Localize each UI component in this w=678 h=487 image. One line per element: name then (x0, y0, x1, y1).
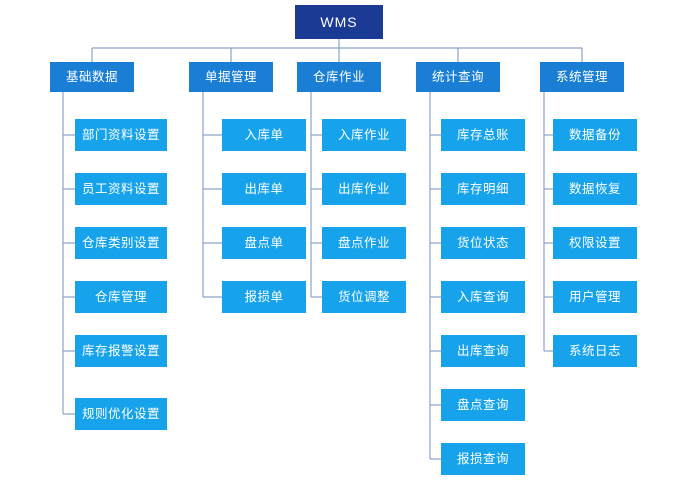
node-branch-basic-data[interactable]: 基础数据 (50, 62, 134, 92)
node-permission-setting[interactable]: 权限设置 (553, 227, 637, 259)
node-inventory-detail[interactable]: 库存明细 (441, 173, 525, 205)
node-label: 规则优化设置 (81, 406, 160, 421)
node-label: 货位状态 (456, 235, 509, 250)
node-label: 出库作业 (337, 181, 390, 196)
node-label: 员工资料设置 (81, 181, 160, 196)
node-inventory-general-ledger[interactable]: 库存总账 (441, 119, 525, 151)
node-label: 盘点单 (244, 235, 284, 250)
node-stocktaking-document[interactable]: 盘点单 (222, 227, 306, 259)
node-rule-optimization-setting[interactable]: 规则优化设置 (75, 398, 167, 430)
node-warehouse-management[interactable]: 仓库管理 (75, 281, 167, 313)
node-label: 盘点作业 (337, 235, 390, 250)
node-stocktaking-operation[interactable]: 盘点作业 (322, 227, 406, 259)
node-stocktaking-query[interactable]: 盘点查询 (441, 389, 525, 421)
node-label: 系统日志 (568, 343, 621, 358)
node-label: 仓库管理 (94, 289, 147, 304)
node-label: 数据备份 (568, 127, 621, 142)
node-label: 用户管理 (568, 289, 621, 304)
node-label: 盘点查询 (456, 397, 509, 412)
node-label: 库存总账 (456, 127, 509, 142)
node-label: 库存明细 (456, 181, 509, 196)
node-stock-alert-setting[interactable]: 库存报警设置 (75, 335, 167, 367)
node-outbound-document[interactable]: 出库单 (222, 173, 306, 205)
node-label: 库存报警设置 (81, 343, 160, 358)
node-label: 报损单 (244, 289, 284, 304)
node-location-status[interactable]: 货位状态 (441, 227, 525, 259)
node-warehouse-category-setting[interactable]: 仓库类别设置 (75, 227, 167, 259)
node-label: 仓库作业 (312, 69, 365, 84)
node-label: 数据恢复 (568, 181, 621, 196)
node-outbound-operation[interactable]: 出库作业 (322, 173, 406, 205)
node-root[interactable]: WMS (295, 5, 383, 39)
node-label: 统计查询 (431, 69, 484, 84)
node-inbound-query[interactable]: 入库查询 (441, 281, 525, 313)
node-outbound-query[interactable]: 出库查询 (441, 335, 525, 367)
node-inbound-operation[interactable]: 入库作业 (322, 119, 406, 151)
node-label: 货位调整 (337, 289, 390, 304)
node-system-log[interactable]: 系统日志 (553, 335, 637, 367)
node-label: 出库查询 (456, 343, 509, 358)
node-damage-report-query[interactable]: 报损查询 (441, 443, 525, 475)
node-branch-statistics-query[interactable]: 统计查询 (416, 62, 500, 92)
node-data-backup[interactable]: 数据备份 (553, 119, 637, 151)
node-label: 单据管理 (204, 69, 257, 84)
node-label: 入库单 (244, 127, 284, 142)
node-label: 基础数据 (65, 69, 118, 84)
node-branch-document-management[interactable]: 单据管理 (189, 62, 273, 92)
node-data-restore[interactable]: 数据恢复 (553, 173, 637, 205)
node-label: 仓库类别设置 (81, 235, 160, 250)
node-label: 出库单 (244, 181, 284, 196)
node-branch-warehouse-operations[interactable]: 仓库作业 (297, 62, 381, 92)
node-label: 部门资料设置 (81, 127, 160, 142)
node-damage-report-document[interactable]: 报损单 (222, 281, 306, 313)
node-user-management[interactable]: 用户管理 (553, 281, 637, 313)
node-label: 入库作业 (337, 127, 390, 142)
node-label: 报损查询 (456, 451, 509, 466)
node-branch-system-management[interactable]: 系统管理 (540, 62, 624, 92)
node-inbound-document[interactable]: 入库单 (222, 119, 306, 151)
node-root-label: WMS (320, 14, 358, 30)
node-label: 权限设置 (568, 235, 621, 250)
node-location-adjustment[interactable]: 货位调整 (322, 281, 406, 313)
node-label: 入库查询 (456, 289, 509, 304)
node-employee-data-setting[interactable]: 员工资料设置 (75, 173, 167, 205)
node-label: 系统管理 (555, 69, 608, 84)
node-department-data-setting[interactable]: 部门资料设置 (75, 119, 167, 151)
